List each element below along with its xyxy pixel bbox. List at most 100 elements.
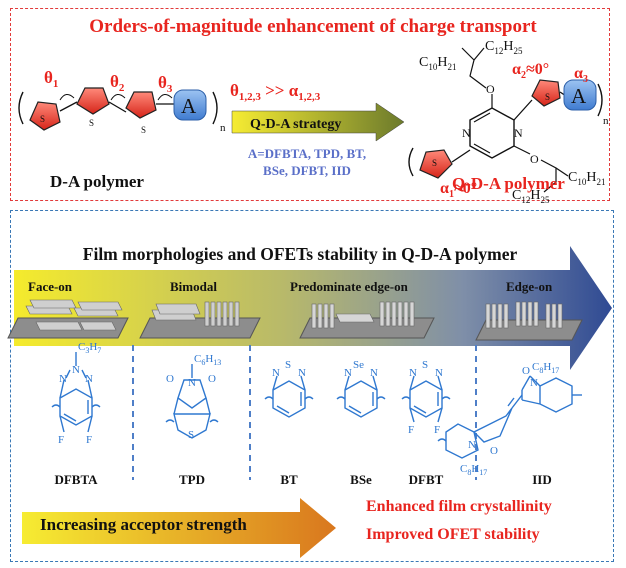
rotation-arrow-1 bbox=[59, 94, 75, 101]
edge-on-film bbox=[475, 301, 583, 341]
svg-text:Se: Se bbox=[353, 359, 364, 371]
svg-text:N: N bbox=[188, 377, 196, 389]
svg-text:O: O bbox=[522, 365, 530, 377]
svg-text:N: N bbox=[370, 367, 378, 379]
bottom-panel-frame bbox=[10, 210, 614, 562]
acceptor-name-iid: IID bbox=[532, 472, 552, 487]
svg-text:N: N bbox=[468, 439, 476, 451]
svg-text:O: O bbox=[166, 373, 174, 385]
result-crystallinity: Enhanced film crystallinity bbox=[366, 498, 552, 515]
svg-text:N: N bbox=[435, 367, 443, 379]
tpd-substituent: C6H13 bbox=[194, 353, 221, 367]
morph-label-bimodal: Bimodal bbox=[170, 279, 217, 294]
top-schematic: n S S S A θ1 θ2 θ3 θ1,2,3 >> α1,2,3 Q-D-… bbox=[18, 39, 609, 205]
qda-bond-left bbox=[451, 149, 471, 163]
morph-label-predominate-edge-on: Predominate edge-on bbox=[290, 279, 408, 294]
bond-2 bbox=[108, 101, 127, 113]
bottom-schematic: N N N F F C3H7 O O N S C6H13 N N S bbox=[7, 246, 612, 558]
svg-text:N: N bbox=[344, 367, 352, 379]
thiophene-ring-1: S bbox=[29, 101, 61, 131]
acceptor-name-dfbt: DFBT bbox=[408, 472, 444, 487]
acceptor-list-line-1: A=DFBTA, TPD, BT, bbox=[247, 146, 367, 161]
theta-1: θ1 bbox=[44, 68, 58, 90]
predominate-edge-on-film bbox=[299, 301, 435, 339]
alkyl-chain-top bbox=[461, 47, 487, 89]
acceptor-list: A=DFBTA, TPD, BT, BSe, DFBT, IID bbox=[232, 145, 382, 179]
bt-structure bbox=[264, 375, 314, 418]
qda-polymer-caption: Q-D-A polymer bbox=[452, 174, 565, 193]
top-panel-frame bbox=[10, 8, 610, 201]
acceptor-box-left bbox=[173, 89, 207, 121]
alpha-2-label: α2≈0° bbox=[512, 61, 549, 81]
theta-3: θ3 bbox=[158, 73, 173, 95]
acceptor-name-dfbta: DFBTA bbox=[54, 472, 98, 487]
result-stability: Improved OFET stability bbox=[366, 526, 540, 543]
oxygen-top: O bbox=[486, 82, 495, 96]
film-morphology-title: Film morphologies and OFETs stability in… bbox=[82, 244, 518, 264]
morph-label-edge-on: Edge-on bbox=[506, 279, 553, 294]
svg-text:F: F bbox=[58, 434, 64, 446]
rotation-arrow-3 bbox=[157, 94, 173, 101]
bimodal-film bbox=[139, 301, 261, 339]
svg-text:S: S bbox=[432, 158, 437, 168]
iid-substituent-bottom: C8H17 bbox=[460, 463, 487, 477]
alpha-3-label: α3 bbox=[574, 65, 588, 85]
bracket-left bbox=[18, 91, 24, 125]
svg-text:N: N bbox=[409, 367, 417, 379]
alkyl-chain-bottom bbox=[540, 159, 557, 193]
chain-c10h21-top: C10H21 bbox=[419, 55, 456, 72]
rotation-arrow-2 bbox=[110, 94, 126, 101]
acceptor-name-bse: BSe bbox=[350, 472, 372, 487]
da-polymer-caption: D-A polymer bbox=[50, 172, 144, 191]
svg-text:F: F bbox=[86, 434, 92, 446]
strength-arrow bbox=[22, 498, 336, 558]
iid-structure bbox=[437, 375, 582, 459]
svg-text:N: N bbox=[462, 126, 471, 140]
qda-bond-right bbox=[513, 99, 533, 121]
dfbt-structure bbox=[401, 375, 451, 423]
acceptor-strength-label: Increasing acceptor strength bbox=[40, 515, 247, 534]
svg-text:S: S bbox=[545, 92, 550, 102]
svg-text:N: N bbox=[530, 377, 538, 389]
strategy-arrow-label: Q-D-A strategy bbox=[250, 117, 341, 132]
face-on-film bbox=[7, 299, 129, 339]
svg-text:S: S bbox=[141, 125, 146, 135]
bracket-right bbox=[212, 91, 218, 125]
svg-text:N: N bbox=[272, 367, 280, 379]
acceptor-letter-left: A bbox=[181, 94, 197, 118]
acceptor-list-line-2: BSe, DFBT, IID bbox=[263, 163, 351, 178]
tpd-structure bbox=[165, 364, 219, 439]
bracket-qda-right bbox=[597, 83, 603, 117]
acceptor-letter-right: A bbox=[571, 84, 587, 108]
qda-thiophene-right: S bbox=[531, 79, 561, 107]
bracket-qda-left bbox=[408, 147, 414, 177]
svg-text:S: S bbox=[285, 359, 291, 371]
svg-text:O: O bbox=[208, 373, 216, 385]
acceptor-box-right bbox=[563, 79, 597, 111]
pyrazine-core: N N bbox=[462, 107, 523, 159]
thiophene-ring-2: S bbox=[76, 87, 110, 128]
thiophene-ring-3: S bbox=[125, 91, 157, 135]
bond-1 bbox=[59, 101, 78, 112]
bse-structure bbox=[336, 375, 386, 418]
acceptor-name-tpd: TPD bbox=[179, 472, 205, 487]
svg-text:N: N bbox=[514, 126, 523, 140]
svg-text:F: F bbox=[434, 424, 440, 436]
oxygen-bottom: O bbox=[530, 152, 539, 166]
qda-thiophene-left: S bbox=[419, 149, 453, 179]
dfbta-substituent: C3H7 bbox=[78, 341, 101, 355]
morph-label-face-on: Face-on bbox=[28, 279, 73, 294]
iid-substituent-top: C8H17 bbox=[532, 361, 559, 375]
svg-text:S: S bbox=[89, 118, 94, 128]
subscript-n-right: n bbox=[603, 115, 609, 127]
svg-text:S: S bbox=[422, 359, 428, 371]
acceptor-name-bt: BT bbox=[280, 472, 298, 487]
subscript-n-left: n bbox=[220, 122, 226, 134]
chain-c12h25-top: C12H25 bbox=[485, 39, 523, 56]
svg-text:O: O bbox=[490, 445, 498, 457]
chain-c10h21-bottom: C10H21 bbox=[568, 170, 605, 187]
svg-text:S: S bbox=[188, 429, 194, 441]
strategy-arrow bbox=[231, 102, 405, 142]
svg-text:N: N bbox=[59, 373, 67, 385]
theta-alpha-comparison: θ1,2,3 >> α1,2,3 bbox=[230, 81, 321, 103]
